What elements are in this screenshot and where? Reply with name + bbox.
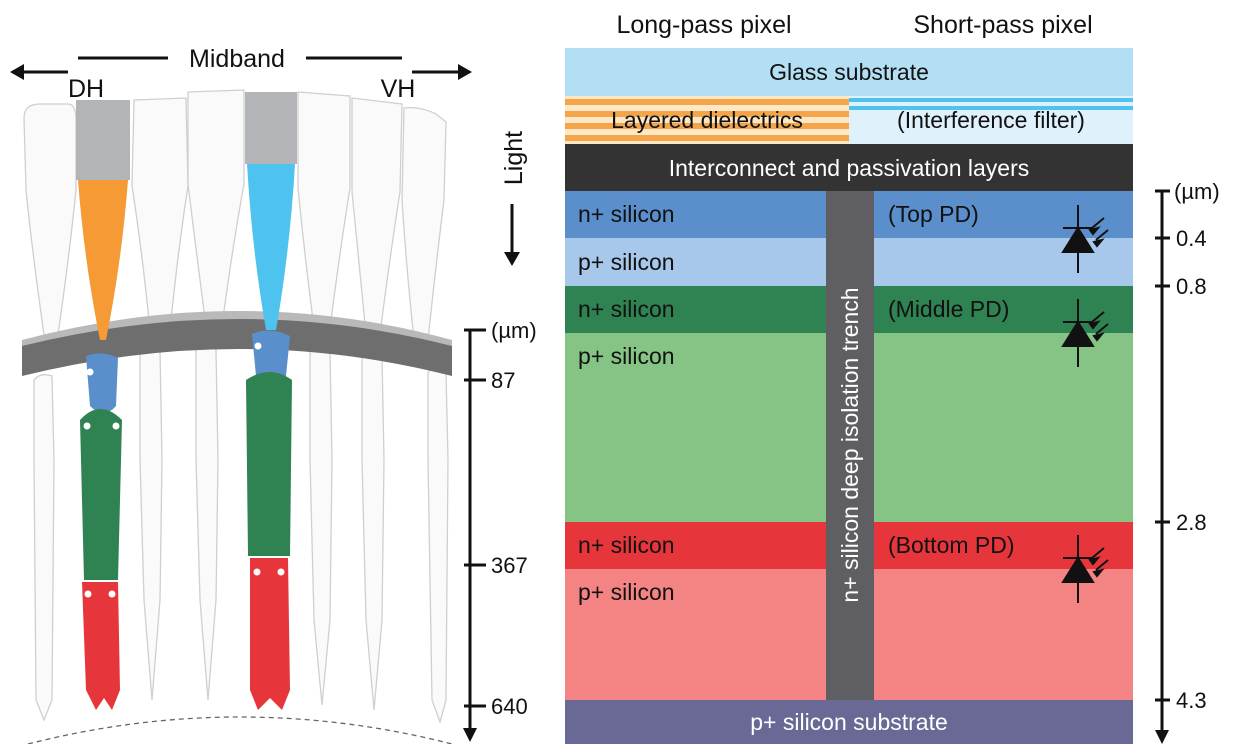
photodiode-symbol-bottom xyxy=(1061,535,1109,603)
marker-dot xyxy=(254,342,262,350)
right-scale-tick-label: 2.8 xyxy=(1176,510,1207,535)
bg-segment xyxy=(309,347,333,706)
cone-cap xyxy=(245,92,297,164)
outer-band xyxy=(22,319,452,376)
outer-band-light xyxy=(22,311,452,350)
marker-dot xyxy=(86,368,94,376)
substrate-label: p+ silicon substrate xyxy=(750,709,948,735)
bg-segment xyxy=(33,374,55,722)
photodiode-symbol-top xyxy=(1061,205,1109,273)
vh-label: VH xyxy=(381,75,416,103)
interference-stripe xyxy=(849,98,1133,102)
oil-droplet-orange xyxy=(78,180,128,340)
interference-layer xyxy=(849,96,1133,144)
bg-segment xyxy=(195,345,219,701)
light-arrowhead xyxy=(504,252,520,266)
interference-stripe xyxy=(849,106,1133,110)
right-scale-tick-label: 0.4 xyxy=(1176,226,1207,251)
glass-label: Glass substrate xyxy=(769,59,929,85)
right-scale-tick-label: 4.3 xyxy=(1176,688,1207,713)
n-silicon-bottom-label: n+ silicon xyxy=(578,532,675,558)
short-wavelength-cone xyxy=(245,92,297,710)
n-silicon-top-label: n+ silicon xyxy=(578,201,675,227)
substrate-layer xyxy=(565,700,1133,744)
stripe xyxy=(565,123,849,129)
scale-arrowhead xyxy=(463,728,477,742)
p-silicon-bottom-label: p+ silicon xyxy=(578,579,675,605)
marker-dot xyxy=(112,422,120,430)
dh-label: DH xyxy=(68,75,104,103)
right-scale-unit: (µm) xyxy=(1174,179,1220,204)
light-label: Light xyxy=(500,131,528,185)
outer-boundary-dashed xyxy=(27,716,453,744)
bottom-pd-label: (Bottom PD) xyxy=(888,532,1015,558)
photoreceptor-diagram: Midband DH VH Light (µm) 87 367 640 xyxy=(10,45,537,744)
dh-arrowhead xyxy=(10,64,24,80)
left-scale-tick-label: 87 xyxy=(491,368,515,393)
bg-segment xyxy=(361,351,385,711)
dielectric-stripes xyxy=(565,99,849,141)
bg-cell xyxy=(187,89,245,327)
stripe xyxy=(565,99,849,105)
deep-isolation-trench xyxy=(826,191,874,700)
glass-layer xyxy=(565,48,1133,96)
oil-droplet-blue xyxy=(247,164,295,330)
blue-segment xyxy=(86,353,118,413)
left-depth-scale xyxy=(464,328,486,734)
scale-arrowhead xyxy=(1155,730,1169,744)
bg-cell xyxy=(401,106,447,341)
trench-label: n+ silicon deep isolation trench xyxy=(837,287,863,602)
stripe xyxy=(565,135,849,141)
blue-segment xyxy=(252,330,290,383)
green-segment xyxy=(246,372,292,556)
bg-cell xyxy=(23,103,77,336)
vh-arrowhead xyxy=(458,64,472,80)
interference-label: (Interference filter) xyxy=(897,107,1085,133)
left-scale-tick-label: 367 xyxy=(491,553,528,578)
red-segment xyxy=(250,558,290,710)
middle-pd-label: (Middle PD) xyxy=(888,296,1009,322)
left-scale-tick-label: 640 xyxy=(491,694,528,719)
green-segment xyxy=(80,409,122,580)
marker-dot xyxy=(83,422,91,430)
left-scale-unit: (µm) xyxy=(491,318,537,343)
right-scale-tick-label: 0.8 xyxy=(1176,274,1207,299)
stripe xyxy=(565,111,849,117)
bg-segment xyxy=(427,367,449,725)
interconnect-label: Interconnect and passivation layers xyxy=(669,155,1030,181)
sensor-stack: Long-pass pixel Short-pass pixel Glass s… xyxy=(565,11,1220,744)
dielectric-label: Layered dielectrics xyxy=(611,107,803,133)
header-short-pass: Short-pass pixel xyxy=(913,11,1092,39)
marker-dot xyxy=(253,568,261,576)
marker-dot xyxy=(277,568,285,576)
midband-label: Midband xyxy=(189,45,285,73)
right-depth-scale xyxy=(1155,189,1170,734)
red-segment xyxy=(82,582,120,710)
header-long-pass: Long-pass pixel xyxy=(616,11,791,39)
bg-cell xyxy=(351,97,403,335)
p-silicon-top-label: p+ silicon xyxy=(578,249,675,275)
interconnect-layer xyxy=(565,144,1133,191)
bg-segment xyxy=(139,345,163,701)
bg-cell xyxy=(131,97,189,331)
cone-cap xyxy=(76,100,130,180)
marker-dot xyxy=(108,590,116,598)
p-silicon-middle-label: p+ silicon xyxy=(578,343,675,369)
marker-dot xyxy=(84,590,92,598)
bg-cell xyxy=(297,91,351,329)
n-silicon-middle-label: n+ silicon xyxy=(578,296,675,322)
top-pd-label: (Top PD) xyxy=(888,201,979,227)
long-wavelength-cone xyxy=(76,100,130,710)
photodiode-symbol-middle xyxy=(1061,299,1109,367)
